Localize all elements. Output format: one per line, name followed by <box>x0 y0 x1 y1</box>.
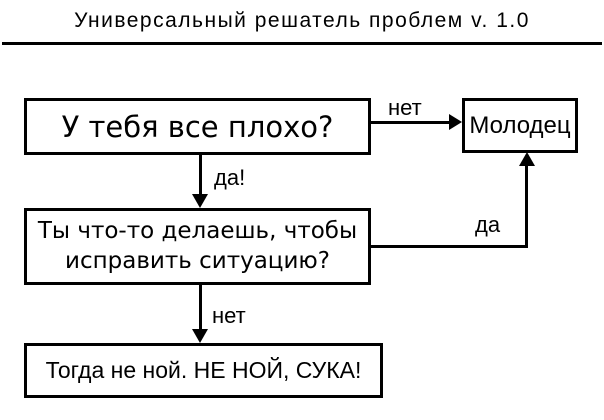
node-bad-question: У тебя все плохо? <box>24 98 371 155</box>
edge-doing-to-dontwhine-line <box>199 285 202 330</box>
node-well-done: Молодец <box>462 98 578 153</box>
edge-doing-to-welldone-label: да <box>475 212 501 237</box>
edge-bad-to-welldone-label: нет <box>388 95 422 120</box>
node-dont-whine: Тогда не ной. НЕ НОЙ, СУКА! <box>24 343 383 398</box>
arrowhead-down-icon <box>192 329 208 343</box>
arrowhead-down-icon <box>192 194 208 208</box>
node-bad-question-label: У тебя все плохо? <box>61 109 334 144</box>
edge-doing-to-dontwhine-label: нет <box>212 303 246 328</box>
arrowhead-right-icon <box>449 114 462 130</box>
edge-bad-to-doing-line <box>199 155 202 195</box>
edge-doing-to-welldone-line-horizontal <box>371 245 528 248</box>
edge-bad-to-welldone-line <box>371 121 449 124</box>
title-underline <box>2 42 602 45</box>
edge-doing-to-welldone-line-vertical <box>525 166 528 248</box>
page-title: Универсальный решатель проблем v. 1.0 <box>74 9 530 32</box>
edge-bad-to-doing-label: да! <box>214 165 246 190</box>
node-doing-something-question: Ты что-то делаешь, чтобы исправить ситуа… <box>24 208 371 285</box>
node-dont-whine-label: Тогда не ной. НЕ НОЙ, СУКА! <box>45 357 362 383</box>
node-doing-something-question-label: Ты что-то делаешь, чтобы исправить ситуа… <box>37 217 358 274</box>
arrowhead-up-icon <box>519 152 535 166</box>
node-well-done-label: Молодец <box>469 111 571 139</box>
